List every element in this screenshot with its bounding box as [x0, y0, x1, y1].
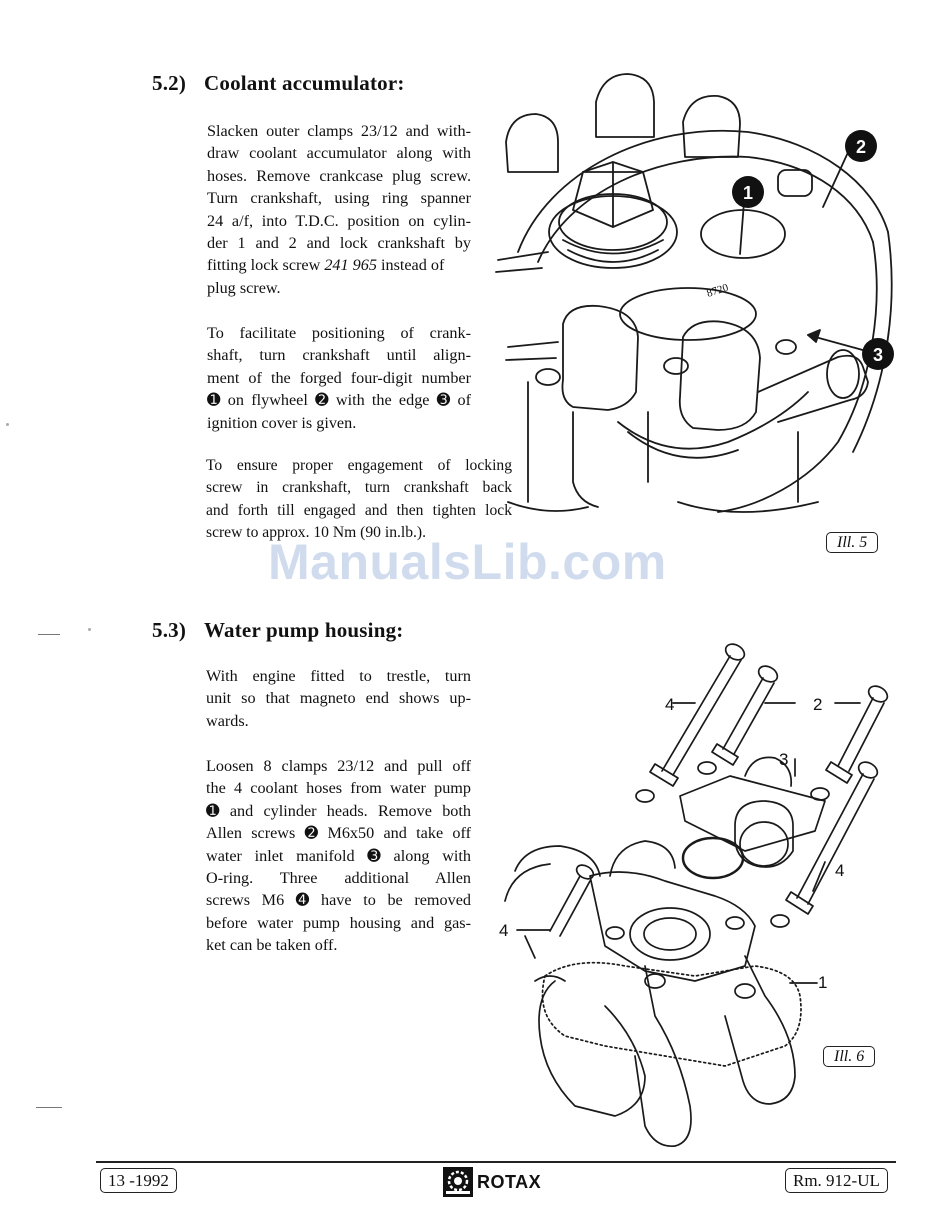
text-line: Loosen 8 clamps 23/12 and pull off — [206, 757, 471, 775]
part-label-4: 4 — [835, 861, 844, 880]
brand-name: ROTAX — [477, 1171, 542, 1192]
text-line: Turn crankshaft, using ring spanner — [207, 189, 471, 208]
section-number: 5.3) — [152, 618, 187, 642]
text-line: With engine fitted to trestle, turn — [206, 667, 471, 685]
text-line: der 1 and 2 and lock crankshaft by — [207, 234, 471, 253]
section-title: Water pump housing: — [204, 618, 404, 642]
section-heading-5-3: 5.3) Water pump housing: — [152, 618, 403, 643]
text-line: screw to approx. 10 Nm (90 in.lb.). — [206, 524, 427, 542]
text-line: the 4 coolant hoses from water pump — [206, 779, 471, 798]
text-line: plug screw. — [207, 278, 281, 297]
allen-screw — [711, 665, 779, 766]
text-line: ➊ and cylinder heads. Remove both — [206, 801, 471, 820]
paragraph: To ensure proper engagement of locking s… — [206, 455, 512, 545]
part-number: 241 965 — [324, 256, 377, 275]
text-line: fitting lock screw 241 965 instead of — [207, 254, 471, 276]
illustration-label: Ill. 5 — [826, 532, 879, 553]
text-line: screws M6 ➍ have to be removed — [206, 891, 471, 910]
text-run: fitting lock screw — [207, 256, 325, 275]
brand-logo: ROTAX — [443, 1167, 541, 1197]
text-line: and forth till engaged and then tighten … — [206, 501, 512, 519]
text-line: shaft, turn crankshaft until align- — [207, 346, 471, 365]
section-heading-5-2: 5.2) Coolant accumulator: — [152, 71, 405, 96]
part-label-3: 3 — [779, 750, 788, 769]
allen-screw — [825, 685, 889, 784]
margin-mark — [36, 1107, 62, 1108]
text-line: screw in crankshaft, turn crankshaft bac… — [206, 479, 512, 497]
text-line: To facilitate positioning of crank- — [207, 324, 471, 342]
paragraph: With engine fitted to trestle, turn unit… — [206, 665, 471, 732]
footer-date: 13 -1992 — [100, 1168, 177, 1193]
part-label-4: 4 — [665, 695, 674, 714]
watermark: ManualsLib.com — [268, 534, 667, 590]
text-line: ment of the forged four-digit number — [207, 368, 471, 387]
text-line: Allen screws ➋ M6x50 and take off — [206, 824, 471, 843]
text-line: ket can be taken off. — [206, 936, 338, 955]
text-line: O-ring. Three additional Allen — [206, 869, 471, 888]
part-label-4: 4 — [499, 921, 508, 940]
callout-2: 2 — [845, 130, 877, 162]
flywheel-illustration: 8720 1 2 3 — [495, 73, 894, 513]
callout-3: 3 — [862, 338, 894, 370]
footer-reference: Rm. 912-UL — [785, 1168, 888, 1193]
illustration-label: Ill. 6 — [823, 1046, 876, 1067]
text-line: To ensure proper engagement of locking — [206, 457, 512, 474]
callout-number: 2 — [856, 137, 866, 157]
text-line: unit so that magneto end shows up- — [206, 689, 471, 708]
text-run: instead of — [376, 256, 445, 275]
text-line: hoses. Remove crankcase plug screw. — [207, 166, 471, 185]
allen-screw — [649, 643, 746, 787]
text-line: water inlet manifold ➌ along with — [206, 846, 471, 865]
callout-number: 3 — [873, 345, 883, 365]
part-label-2: 2 — [813, 695, 822, 714]
allen-screw — [785, 761, 879, 915]
callout-number: 1 — [743, 183, 753, 203]
paragraph: To facilitate positioning of crank- shaf… — [207, 322, 471, 434]
engraved-number: 8720 — [705, 281, 730, 299]
text-line: ➊ on flywheel ➋ with the edge ➌ of — [207, 391, 471, 410]
water-pump-exploded-view: 4 2 3 4 4 1 — [499, 643, 889, 1147]
text-line: Slacken outer clamps 23/12 and with- — [207, 122, 471, 140]
scan-speck — [88, 628, 91, 631]
scan-speck — [6, 423, 9, 426]
callout-1: 1 — [732, 176, 764, 208]
gear-icon — [443, 1167, 473, 1197]
section-number: 5.2) — [152, 71, 187, 95]
text-line: 24 a/f, into T.D.C. position on cylin- — [207, 211, 471, 230]
text-line: ignition cover is given. — [207, 413, 357, 432]
text-line: wards. — [206, 711, 249, 730]
paragraph: Loosen 8 clamps 23/12 and pull off the 4… — [206, 755, 471, 957]
part-label-1: 1 — [818, 973, 827, 992]
text-line: draw coolant accumulator along with — [207, 144, 471, 163]
section-title: Coolant accumulator: — [204, 71, 405, 95]
text-line: before water pump housing and gas- — [206, 913, 471, 932]
margin-mark — [38, 634, 60, 635]
footer-rule — [96, 1161, 896, 1163]
paragraph: Slacken outer clamps 23/12 and with- dra… — [207, 120, 471, 299]
